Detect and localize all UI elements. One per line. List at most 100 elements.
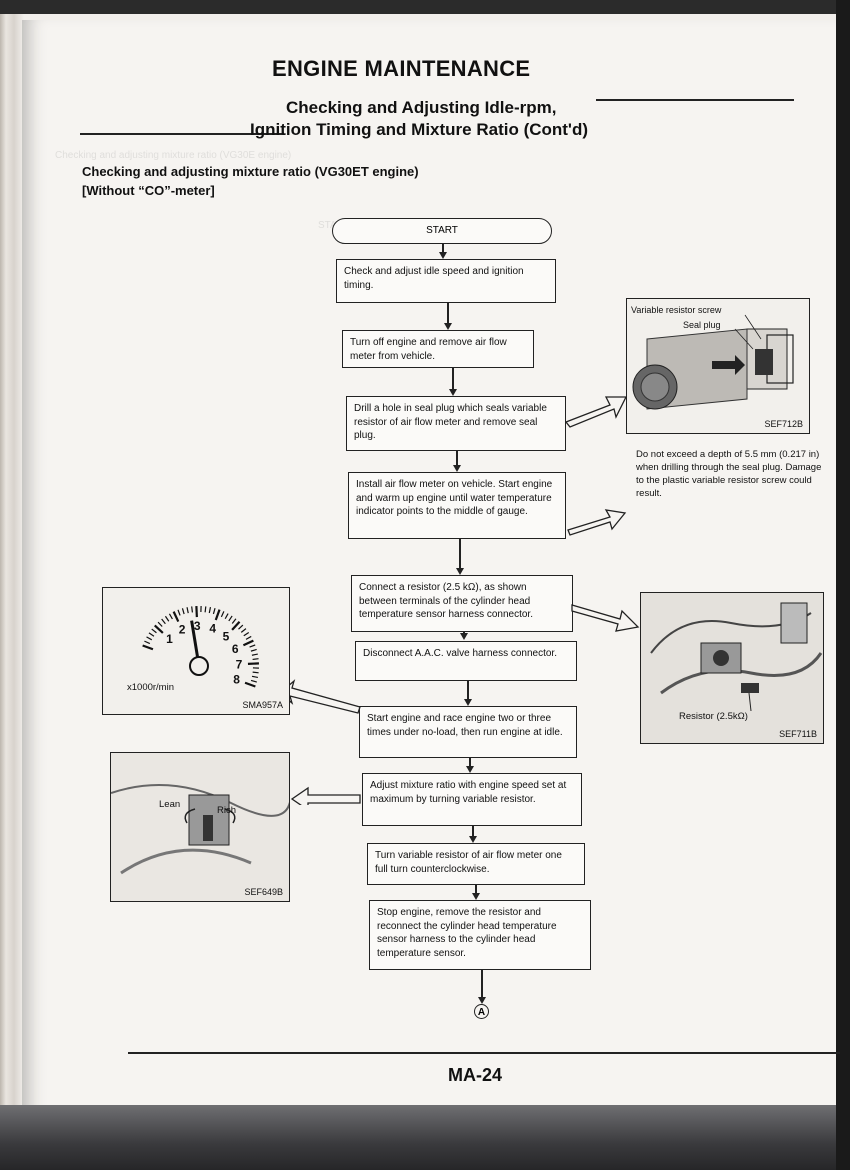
figure-code-sef649b: SEF649B (244, 887, 283, 897)
tachometer-tick (151, 628, 157, 634)
header-rule-right (596, 99, 794, 101)
flow-step-7: Start engine and race engine two or thre… (359, 706, 577, 758)
tachometer-tick (161, 618, 166, 625)
tachometer-tick (231, 618, 237, 624)
tachometer-tick (144, 640, 151, 645)
pointer-arrows (280, 396, 640, 805)
tachometer-tick (252, 671, 259, 674)
flow-arrow (469, 836, 477, 843)
page-title: ENGINE MAINTENANCE (272, 56, 531, 81)
flow-step-9: Turn variable resistor of air flow meter… (367, 843, 585, 885)
flow-arrow (466, 766, 474, 773)
label-seal-plug: Seal plug (683, 320, 721, 330)
tachometer-tick (214, 609, 221, 621)
tachometer-tick-label: 3 (194, 619, 201, 633)
arrow-to-sef712b (564, 396, 628, 428)
drilling-caution-note: Do not exceed a depth of 5.5 mm (0.217 i… (636, 449, 822, 499)
tachometer-tick-label: 8 (233, 673, 240, 687)
flow-step-10: Stop engine, remove the resistor and rec… (369, 900, 591, 970)
tachometer-tick (224, 613, 229, 620)
label-lean: Lean (159, 799, 181, 810)
flow-line (442, 244, 444, 254)
tachometer-tick-label: 4 (209, 621, 216, 635)
header-rule-left (80, 133, 284, 135)
figure-code-sef712b: SEF712B (764, 419, 803, 429)
figure-code-sef711b: SEF711B (779, 729, 817, 739)
section-heading-line1: Checking and adjusting mixture ratio (VG… (82, 164, 419, 179)
figure-sef712b: Variable resistor screw Seal plug SEF712… (626, 298, 810, 434)
subtitle-line1: Checking and Adjusting Idle-rpm, (286, 98, 557, 117)
tachometer-tick (231, 621, 241, 631)
tachometer-tick (186, 607, 189, 614)
flow-connector-a: A (474, 1004, 489, 1019)
bleed-through-text: Checking and adjusting mixture ratio (VG… (55, 150, 292, 161)
tachometer-tick (249, 644, 256, 648)
tachometer-tick (177, 609, 181, 616)
tachometer-tick (238, 624, 244, 630)
flow-arrow (464, 699, 472, 706)
tachometer-hub (189, 656, 209, 676)
flow-arrow (460, 633, 468, 640)
tachometer-tick (240, 628, 247, 633)
label-resistor: Resistor (2.5kΩ) (679, 711, 748, 722)
flow-step-4: Install air flow meter on vehicle. Start… (348, 472, 566, 539)
flow-line (447, 303, 449, 324)
flow-step-8: Adjust mixture ratio with engine speed s… (362, 773, 582, 826)
label-rich: Rich (217, 805, 237, 816)
tachometer-tick (242, 639, 254, 647)
tachometer-tick (142, 644, 154, 651)
section-heading-line2: [Without “CO”-meter] (82, 183, 215, 198)
flow-arrow (472, 893, 480, 900)
tachometer-tick (146, 636, 153, 641)
subtitle-line2: Ignition Timing and Mixture Ratio (Cont'… (250, 120, 589, 139)
tachometer-tick (244, 681, 256, 688)
tachometer-tick (164, 615, 170, 622)
flow-line (469, 758, 471, 767)
tachometer-tick (148, 632, 155, 637)
arrow-from-step4 (567, 509, 627, 536)
flow-arrow (449, 389, 457, 396)
tachometer-tick (208, 606, 212, 614)
tachometer-tick (245, 635, 252, 640)
page-number: MA-24 (448, 1065, 503, 1085)
tachometer-tick (157, 621, 163, 627)
tachometer-tick-label: 5 (223, 630, 230, 644)
tachometer-tick (252, 658, 259, 661)
tachometer-tick (228, 615, 233, 622)
air-flow-meter-illustration (632, 314, 794, 410)
tachometer-tick-label: 6 (232, 642, 239, 656)
arrow-to-sef649b (290, 786, 361, 805)
flow-step-2: Turn off engine and remove air flow mete… (342, 330, 534, 368)
engine-bay-illustration (641, 593, 823, 743)
arrow-to-sef711b (571, 604, 640, 632)
label-variable-resistor-screw: Variable resistor screw (631, 305, 722, 315)
flow-step-6: Disconnect A.A.C. valve harness connecto… (355, 641, 577, 681)
flow-line (472, 826, 474, 837)
tachometer-unit-label: x1000r/min (127, 682, 174, 693)
background-right (836, 0, 850, 1170)
flow-step-3: Drill a hole in seal plug which seals va… (346, 396, 566, 451)
flow-line (467, 681, 469, 700)
tachometer-tick (191, 606, 194, 613)
background-bottom (0, 1105, 850, 1170)
tachometer-tick-label: 7 (236, 657, 243, 671)
tachometer-tick (250, 648, 257, 652)
tachometer-tick (212, 608, 216, 615)
flow-arrow (444, 323, 452, 330)
tachometer-tick-label: 1 (166, 632, 173, 646)
tachometer-tick (154, 624, 164, 634)
tachometer-tick (251, 653, 258, 656)
section-heading: Checking and adjusting mixture ratio (VG… (82, 162, 419, 200)
flow-step-5: Connect a resistor (2.5 kΩ), as shown be… (351, 575, 573, 632)
tachometer-tick (243, 631, 250, 637)
flow-line (452, 368, 454, 390)
flow-line (481, 970, 483, 998)
flow-arrow (456, 568, 464, 575)
flow-line (475, 885, 477, 894)
figure-sef711b: Resistor (2.5kΩ) SEF711B (640, 592, 824, 744)
mixture-adjust-illustration (111, 753, 289, 901)
figure-code-sma957a: SMA957A (242, 700, 283, 710)
flow-start: START (332, 218, 552, 244)
